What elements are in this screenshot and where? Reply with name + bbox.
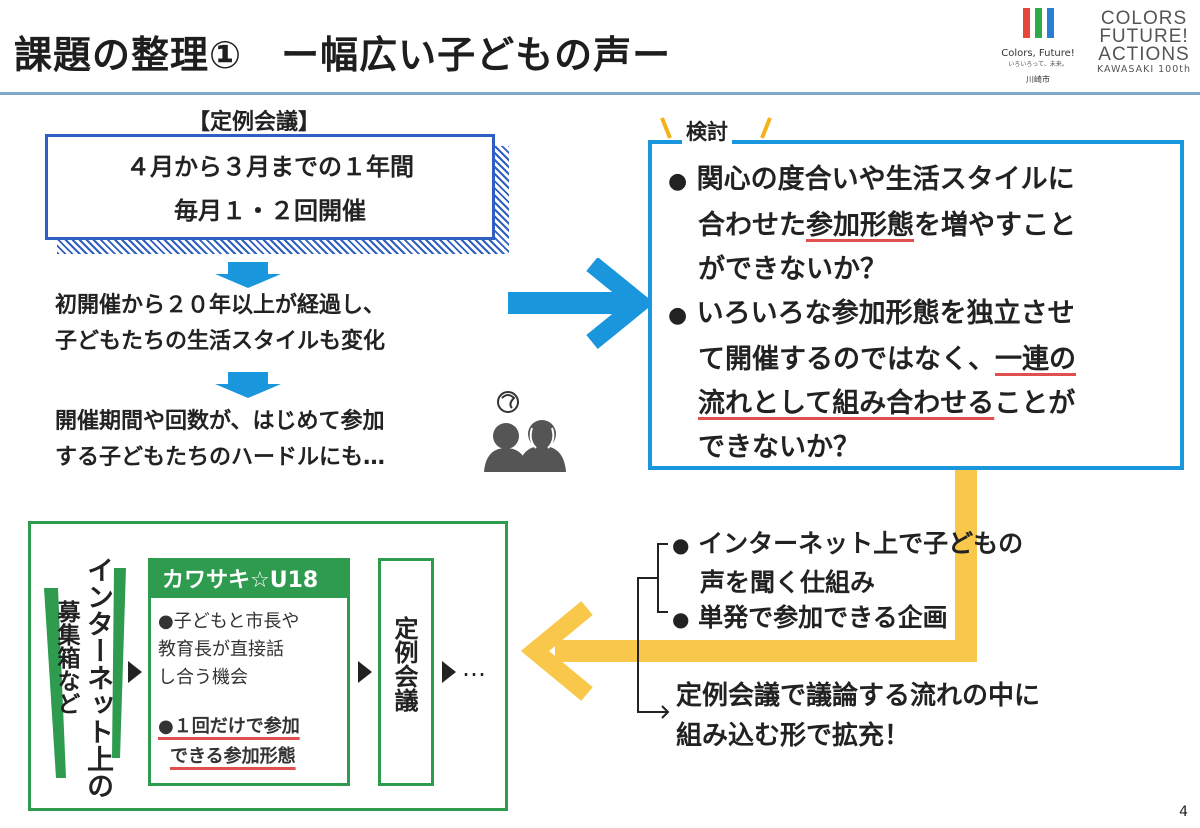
review-bullet-1: ● 関心の度合いや生活スタイルに 合わせた参加形態を増やすこと ができないか？ [668,164,1076,285]
page-title: 課題の整理① ー幅広い子どもの声ー [14,33,672,77]
logo-city: 川崎市 [1026,75,1050,84]
review-label: 検討 [682,116,732,146]
meeting-line-2: 毎月１・２回開催 [174,197,366,225]
kawasaki-u18-title: カワサキ☆U18 [148,558,350,598]
review-bullet-2: ● いろいろな参加形態を独立させ て開催するのではなく、一連の 流れとして組み合… [668,298,1076,463]
regular-meeting-label: 定例会議 [390,616,418,712]
keyword-combined-flow: 流れとして組み合わせる [698,388,995,419]
worried-people-icon [484,391,566,472]
issue-paragraph-1: 初開催から２０年以上が経過し、 子どもたちの生活スタイルも変化 [55,293,386,354]
keyword-participation-form: 参加形態 [806,210,914,241]
flow-arrow-icon [442,661,456,683]
meeting-label: 【定例会議】 [188,110,321,135]
kawasaki-item-1: ●子どもと市長や 教育長が直接話 し合う機会 [158,611,300,688]
meeting-box: ４月から３月までの１年間 毎月１・２回開催 [45,134,495,240]
logo-color-bars [990,8,1086,38]
flow-arrow-icon [358,661,372,683]
highlight-marks-icon [660,117,772,139]
meeting-line-1: ４月から３月までの１年間 [126,153,414,181]
colors-future-logo: Colors, Future! いろいろって、未来。 川崎市 [990,8,1086,88]
kawasaki-item-2: ●１回だけで参加 できる参加形態 [158,716,300,767]
keyword-series: 一連の [995,344,1076,375]
bracket-connector-icon [637,543,670,719]
title-divider [0,92,1200,95]
internet-box-label: インターネット上の [82,556,113,799]
continuation-ellipsis: … [462,654,486,682]
right-arrow-icon [508,258,655,349]
down-arrow-icon [215,372,281,398]
result-statement: 定例会議で議論する流れの中に 組み込む形で拡充！ [676,681,1041,751]
regular-meeting-box [378,558,434,786]
solution-2: ● 単発で参加できる企画 [672,603,948,632]
down-arrow-icon [215,262,281,288]
flow-arrow-icon [128,661,142,683]
logo-text: Colors, Future! [1001,48,1075,59]
logo-subtext: いろいろって、未来。 [1008,61,1068,68]
return-arrow-icon [520,470,977,701]
solution-1: ● インターネット上で子どもの 声を聞く仕組み [672,529,1024,597]
page-number: 4 [1179,804,1188,820]
suggestion-box-label: 募集箱など [53,600,79,715]
review-box [648,140,1184,470]
cfa-logo: COLORS FUTURE! ACTIONS KAWASAKI 100th [1096,8,1192,75]
issue-paragraph-2: 開催期間や回数が、はじめて参加 する子どもたちのハードルにも… [55,409,386,470]
green-stripes-decoration [44,568,126,778]
flow-box [28,521,508,811]
